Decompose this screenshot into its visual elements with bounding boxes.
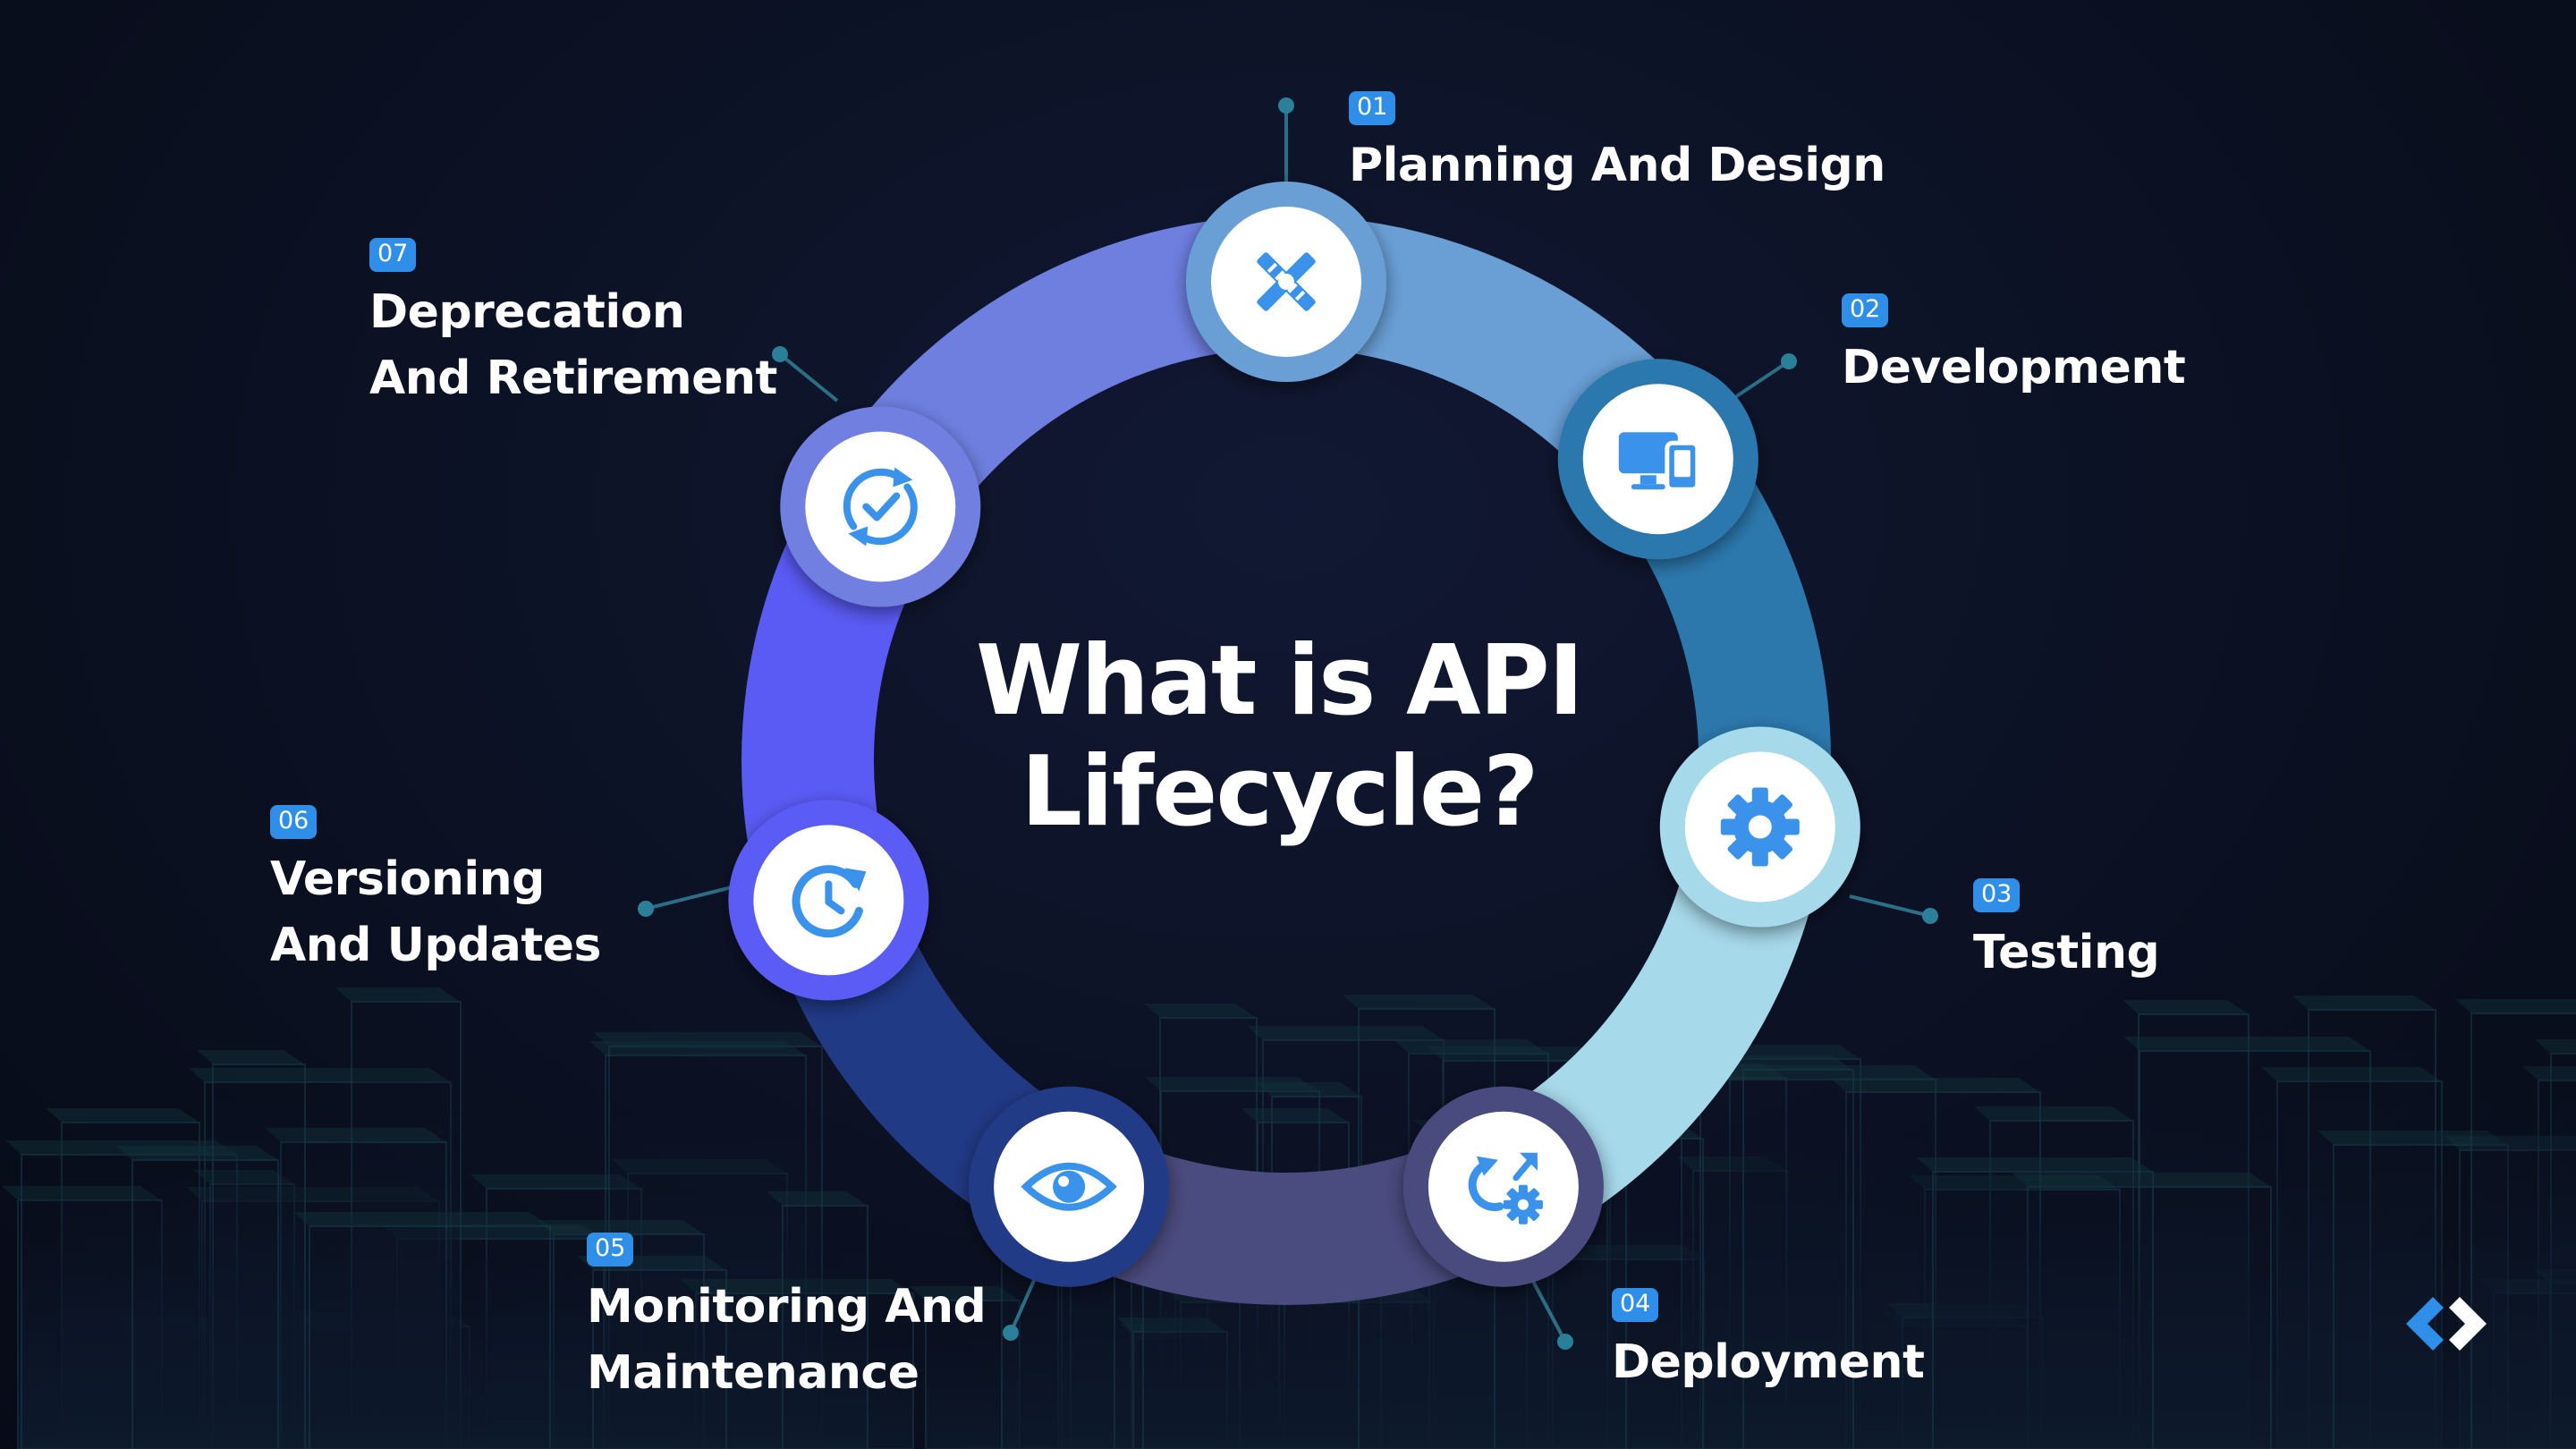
connector-dot-4 [1557, 1334, 1573, 1350]
connector-line-7 [780, 354, 837, 401]
step-number-badge: 01 [1349, 91, 1395, 125]
connector-line-3 [1850, 896, 1930, 916]
title-line-1: What is API [921, 626, 1637, 737]
step-title: Development [1842, 335, 2185, 401]
connector-dot-3 [1922, 908, 1938, 924]
step-title: Testing [1973, 919, 2159, 986]
step-title-line-2: Maintenance [587, 1340, 986, 1406]
step-number-badge: 06 [270, 805, 317, 839]
step-title-line-2: And Updates [270, 912, 601, 979]
step-title-line-2: And Retirement [369, 345, 777, 411]
step-label-3: 03 Testing [1973, 853, 2159, 986]
gear-icon [1721, 788, 1800, 867]
step-number-badge: 02 [1842, 293, 1888, 327]
connector-dot-5 [1003, 1325, 1019, 1341]
step-label-1: 01 Planning And Design [1349, 66, 1885, 199]
step-label-7: 07 Deprecation And Retirement [369, 213, 777, 411]
connector-dot-2 [1781, 353, 1797, 369]
title-line-2: Lifecycle? [921, 737, 1637, 848]
connector-dot-6 [638, 901, 654, 917]
step-number-badge: 04 [1612, 1288, 1658, 1322]
step-title-line-1: Versioning [270, 846, 601, 912]
step-title-line-1: Monitoring And [587, 1274, 986, 1340]
brand-logo [2397, 1290, 2513, 1370]
step-label-4: 04 Deployment [1612, 1263, 1924, 1395]
step-node-2 [1558, 359, 1758, 559]
diagram-title: What is API Lifecycle? [921, 626, 1637, 848]
step-label-5: 05 Monitoring And Maintenance [587, 1208, 986, 1406]
step-number-badge: 05 [587, 1233, 633, 1267]
step-number-badge: 03 [1973, 878, 2020, 912]
step-node-6 [728, 800, 928, 1000]
step-node-7 [780, 407, 980, 607]
step-title: Deployment [1612, 1329, 1924, 1395]
connector-line-6 [646, 887, 732, 909]
step-node-4 [1403, 1087, 1604, 1287]
step-node-3 [1660, 727, 1860, 928]
step-label-2: 02 Development [1842, 268, 2185, 401]
connector-dot-1 [1278, 97, 1294, 114]
step-number-badge: 07 [369, 238, 416, 272]
step-node-5 [969, 1087, 1169, 1287]
step-title: Planning And Design [1349, 132, 1885, 199]
step-node-1 [1186, 182, 1386, 382]
step-title-line-1: Deprecation [369, 279, 777, 345]
step-label-6: 06 Versioning And Updates [270, 780, 601, 979]
